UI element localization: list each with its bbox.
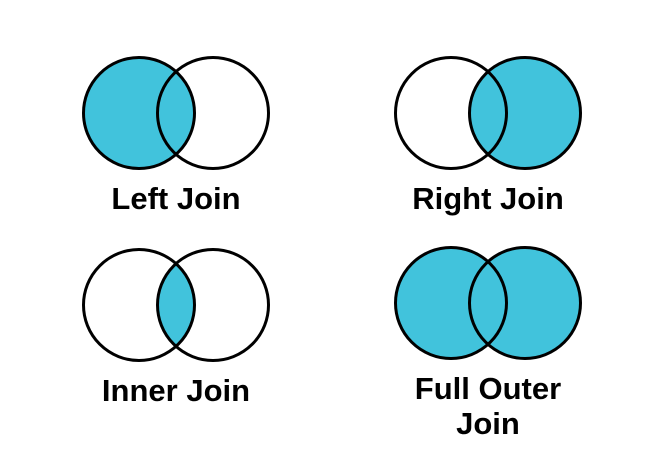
right-join-diagram: Right Join xyxy=(390,55,586,216)
inner-join-label: Inner Join xyxy=(101,373,251,408)
full-outer-join-venn xyxy=(394,246,582,360)
full-outer-join-diagram: Full Outer Join xyxy=(390,245,586,441)
right-circle-fill xyxy=(469,57,581,169)
right-circle-outline xyxy=(156,56,270,170)
right-circle-outline xyxy=(468,56,582,170)
right-circle-outline xyxy=(468,246,582,360)
left-join-label: Left Join xyxy=(111,181,241,216)
left-join-venn xyxy=(82,56,270,170)
left-join-diagram: Left Join xyxy=(78,55,274,216)
left-circle-outline xyxy=(394,56,508,170)
right-circle-fill xyxy=(469,247,581,359)
left-circle-outline xyxy=(82,248,196,362)
inner-join-diagram: Inner Join xyxy=(78,247,274,408)
right-circle-outline xyxy=(156,248,270,362)
intersection-region-fill xyxy=(157,249,195,361)
full-outer-join-label: Full Outer Join xyxy=(414,371,562,441)
right-join-venn xyxy=(394,56,582,170)
left-circle-fill xyxy=(83,57,195,169)
right-join-label: Right Join xyxy=(412,181,564,216)
left-circle-outline xyxy=(82,56,196,170)
inner-join-venn xyxy=(82,248,270,362)
left-circle-outline xyxy=(394,246,508,360)
